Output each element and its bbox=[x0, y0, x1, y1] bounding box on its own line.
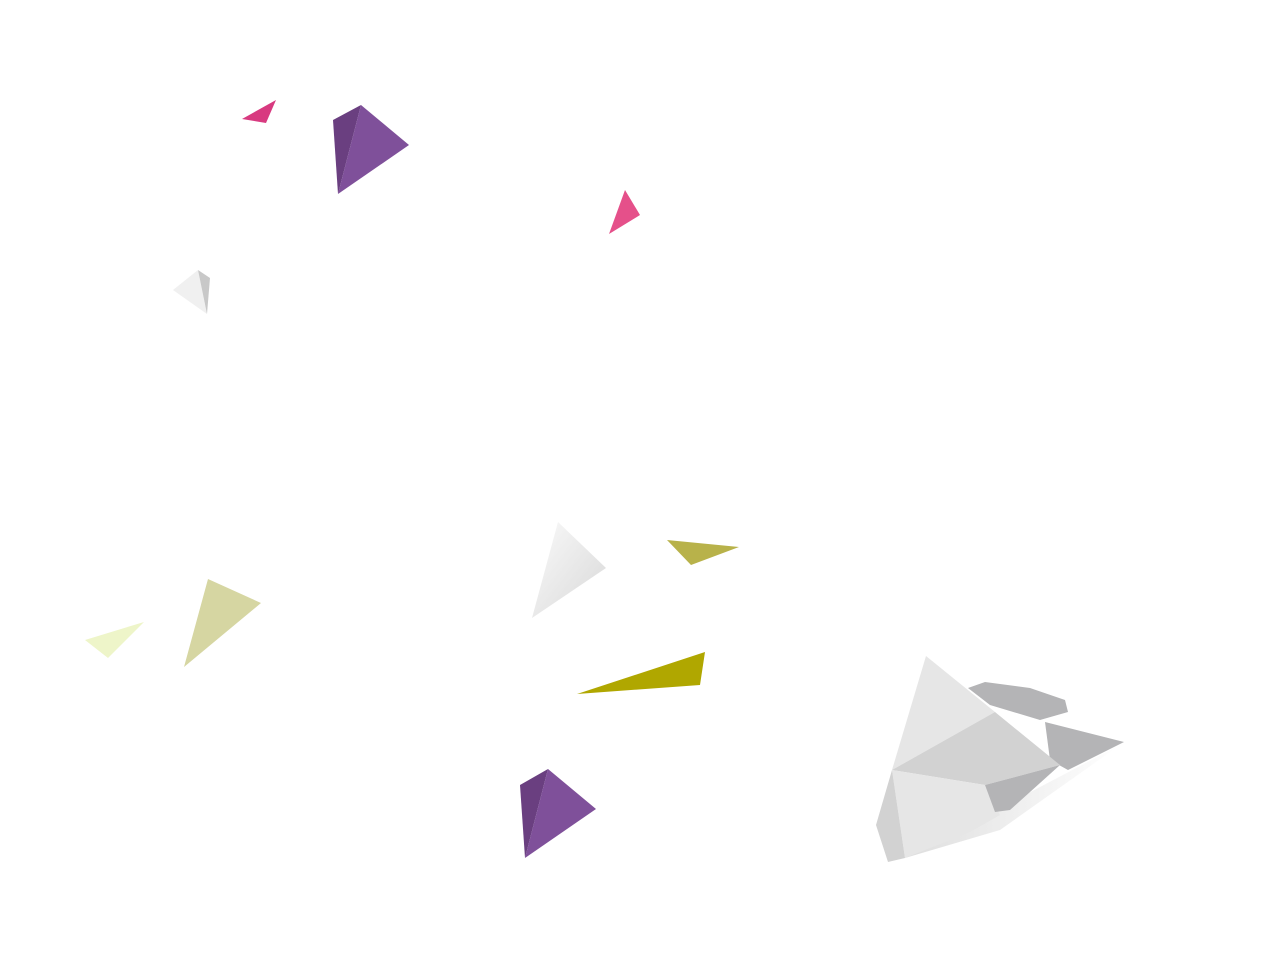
purple-face-right bbox=[525, 769, 596, 858]
white-face-left bbox=[173, 270, 207, 314]
purple-pyramid-bottom bbox=[520, 769, 596, 858]
white-pyramid-small bbox=[173, 270, 210, 314]
white-triangle bbox=[532, 522, 606, 618]
purple-face-left bbox=[520, 769, 548, 858]
purple-face-left bbox=[333, 105, 361, 194]
purple-face-right bbox=[338, 105, 409, 194]
olive-sliver bbox=[577, 652, 705, 694]
plane-fold bbox=[985, 765, 1060, 812]
plane-face-mid bbox=[892, 712, 1060, 785]
plane-face-top bbox=[892, 656, 995, 770]
khaki-triangle bbox=[184, 579, 261, 667]
purple-pyramid-top bbox=[333, 105, 409, 194]
paper-plane bbox=[876, 656, 1124, 862]
pale-yellow-triangle bbox=[85, 622, 144, 658]
plane-face-left bbox=[876, 770, 905, 862]
plane-face-body bbox=[892, 770, 1000, 858]
olive-triangle bbox=[667, 540, 739, 565]
pink-triangle bbox=[609, 190, 640, 234]
white-face-right bbox=[198, 270, 210, 314]
pink-triangle-small bbox=[242, 100, 276, 123]
plane-wing-back bbox=[968, 682, 1068, 720]
plane-tail bbox=[1045, 722, 1124, 770]
